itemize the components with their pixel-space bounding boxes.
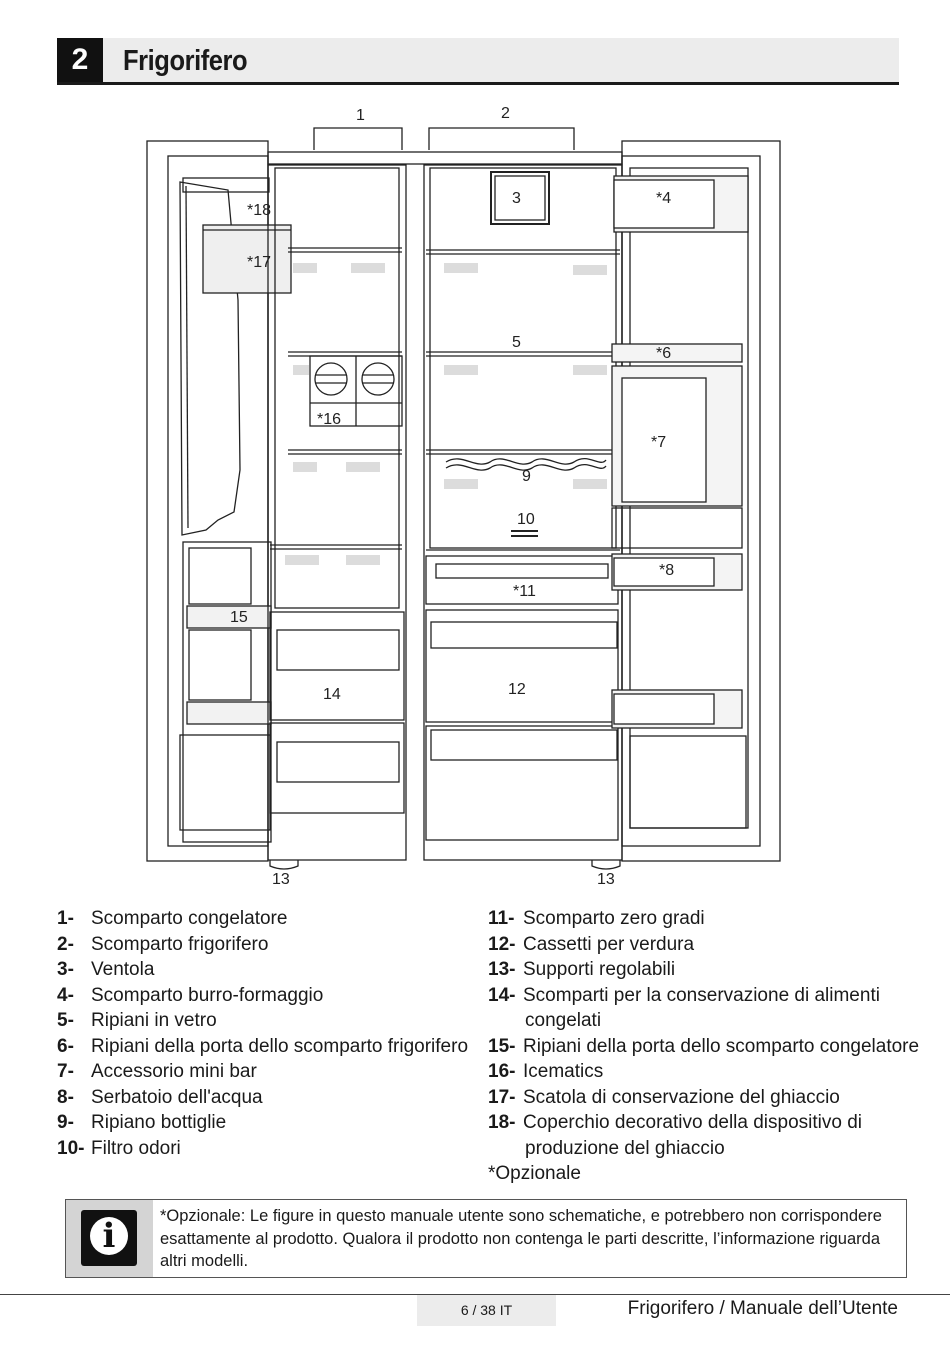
legend-item: 18-Coperchio decorativo della dispositiv… [488, 1112, 863, 1159]
legend-item: 5-Ripiani in vetro [57, 1010, 217, 1031]
legend-item: 9-Ripiano bottiglie [57, 1112, 227, 1133]
info-icon-cell: i [66, 1200, 153, 1277]
label-13-right: 13 [597, 871, 615, 888]
page-number: 6 / 38 IT [417, 1295, 556, 1326]
label-11: *11 [513, 583, 536, 600]
legend-right: 11-Scomparto zero gradi 12-Cassetti per … [488, 906, 920, 1161]
label-9: 9 [522, 468, 531, 485]
label-7: *7 [651, 434, 666, 451]
info-text: *Opzionale: Le figure in questo manuale … [160, 1207, 882, 1270]
label-18: *18 [247, 202, 271, 219]
legend-item: 7-Accessorio mini bar [57, 1061, 257, 1082]
legend-item: 6-Ripiani della porta dello scomparto fr… [57, 1035, 469, 1057]
legend-item: 3-Ventola [57, 959, 155, 980]
section-header: 2 Frigorifero [57, 38, 899, 85]
legend-item: 4-Scomparto burro-formaggio [57, 984, 324, 1006]
legend-item: 2-Scomparto frigorifero [57, 933, 269, 955]
legend-item: 14-Scomparti per la conservazione di ali… [488, 984, 880, 1032]
footer-divider [0, 1294, 950, 1295]
label-17: *17 [247, 254, 271, 271]
label-2: 2 [501, 105, 510, 122]
legend-item: 8-Serbatoio dell'acqua [57, 1086, 263, 1108]
label-14: 14 [323, 686, 341, 703]
callout-bracket-freezer [313, 127, 403, 150]
freezer-door [146, 140, 272, 862]
callout-bracket-fridge [428, 127, 575, 150]
label-15: 15 [230, 609, 248, 626]
label-5: 5 [512, 334, 521, 351]
optional-note: *Opzionale [488, 1163, 581, 1184]
label-12: 12 [508, 681, 526, 698]
legend-item: 17-Scatola di conservazione del ghiaccio [488, 1086, 840, 1108]
legend-item: 12-Cassetti per verdura [488, 933, 695, 955]
label-8: *8 [659, 562, 674, 579]
label-4: *4 [656, 190, 671, 207]
label-1: 1 [356, 107, 365, 124]
legend-item: 11-Scomparto zero gradi [488, 908, 705, 929]
legend-item: 13-Supporti regolabili [488, 959, 676, 980]
section-title: Frigorifero [123, 45, 248, 77]
fridge-door [611, 140, 781, 862]
top-cap [267, 151, 623, 165]
refrigerator-diagram: 1 2 3 *4 5 *6 *7 *8 9 10 *11 12 13 13 14… [146, 105, 781, 888]
freezer-compartment [267, 164, 407, 861]
label-6: *6 [656, 345, 671, 362]
label-3: 3 [512, 190, 521, 207]
foot-left [269, 860, 299, 870]
legend-item: 1-Scomparto congelatore [57, 908, 288, 929]
legend-item: 16-Icematics [488, 1061, 604, 1082]
footer-title: Frigorifero / Manuale dell’Utente [627, 1298, 898, 1319]
legend-item: 15-Ripiani della porta dello scomparto c… [488, 1035, 920, 1057]
label-16: *16 [317, 411, 341, 428]
legend-item: 10-Filtro odori [57, 1137, 181, 1159]
foot-right [591, 860, 621, 870]
ice-maker [182, 177, 292, 294]
shelf-hatches [285, 263, 607, 565]
info-box: i *Opzionale: Le figure in questo manual… [65, 1199, 907, 1278]
legend-left: 1-Scomparto congelatore 2-Scomparto frig… [57, 906, 469, 1161]
label-13-left: 13 [272, 871, 290, 888]
label-10: 10 [517, 511, 535, 528]
info-icon: i [81, 1210, 137, 1266]
section-number: 2 [57, 38, 103, 82]
